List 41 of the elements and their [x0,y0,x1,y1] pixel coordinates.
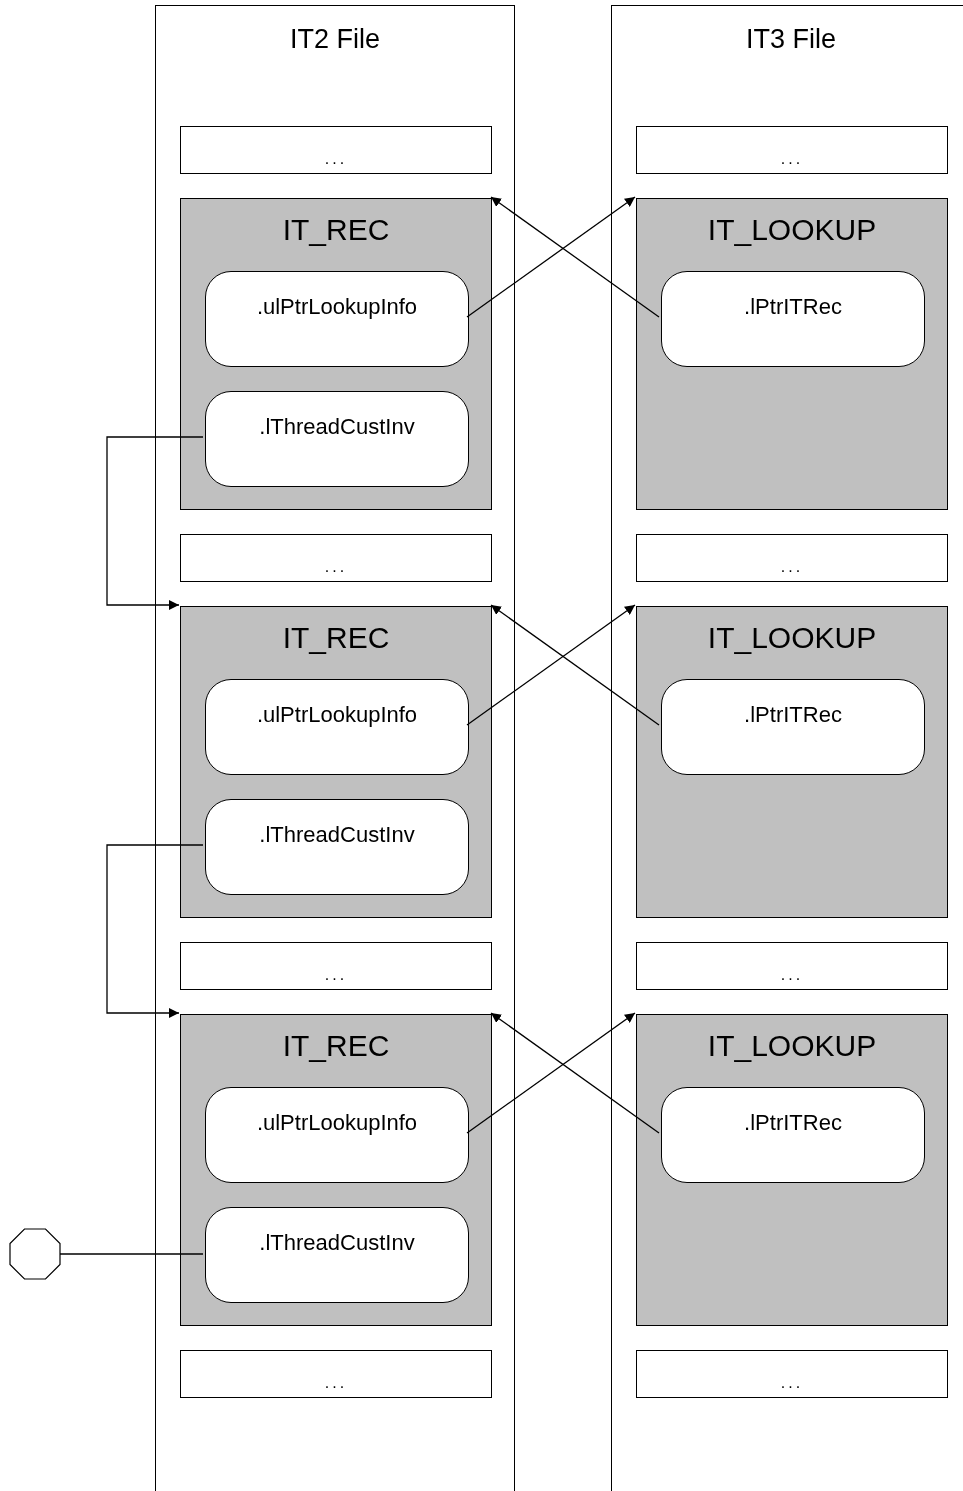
arrow [490,604,660,726]
record-panel [180,1014,492,1326]
field-box: .ulPtrLookupInfo [205,679,469,775]
arrow [490,1012,660,1134]
ellipsis-box: ... [636,942,948,990]
ellipsis-box: ... [180,534,492,582]
column-title: IT2 File [289,24,381,55]
ellipsis-box: ... [636,534,948,582]
panel-title: IT_REC [281,1029,391,1063]
record-panel [180,606,492,918]
record-panel [636,1014,948,1326]
panel-title: IT_REC [281,213,391,247]
field-box: .lThreadCustInv [205,1207,469,1303]
arrow [106,844,204,1018]
column-title: IT3 File [745,24,837,55]
field-box: .ulPtrLookupInfo [205,1087,469,1183]
ellipsis-box: ... [180,942,492,990]
record-panel [180,198,492,510]
arrow [466,1012,636,1134]
field-box: .lThreadCustInv [205,391,469,487]
arrow [466,196,636,318]
ellipsis-box: ... [636,1350,948,1398]
ellipsis-box: ... [636,126,948,174]
field-box: .lPtrITRec [661,271,925,367]
ellipsis-box: ... [180,126,492,174]
panel-title: IT_LOOKUP [706,1029,878,1063]
field-box: .lPtrITRec [661,1087,925,1183]
arrow [106,436,204,610]
record-panel [636,606,948,918]
panel-title: IT_LOOKUP [706,213,878,247]
record-panel [636,198,948,510]
file-column [611,5,963,1491]
field-box: .lPtrITRec [661,679,925,775]
ellipsis-box: ... [180,1350,492,1398]
arrow [490,196,660,318]
field-box: .lThreadCustInv [205,799,469,895]
file-column [155,5,515,1491]
field-box: .ulPtrLookupInfo [205,271,469,367]
panel-title: IT_REC [281,621,391,655]
arrow [466,604,636,726]
panel-title: IT_LOOKUP [706,621,878,655]
